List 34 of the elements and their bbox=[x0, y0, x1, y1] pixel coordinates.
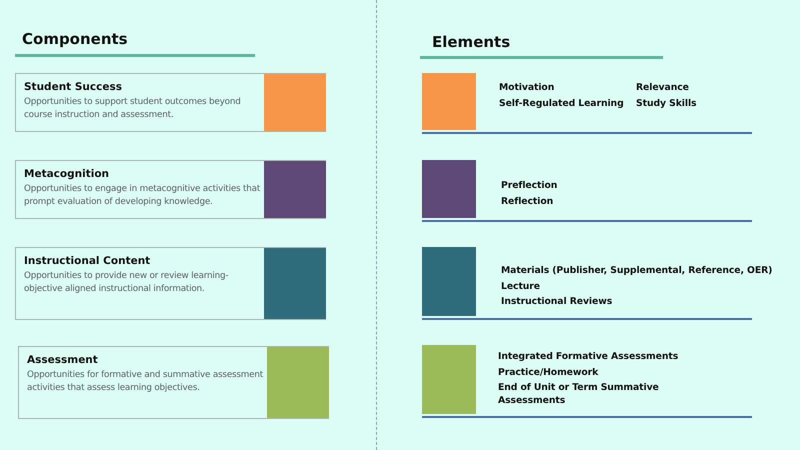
element-item: Instructional Reviews bbox=[501, 295, 614, 309]
color-square bbox=[422, 345, 476, 414]
color-square bbox=[264, 161, 326, 218]
element-item: Self-Regulated Learning bbox=[499, 96, 625, 110]
component-card bbox=[15, 247, 326, 320]
color-square bbox=[422, 160, 476, 218]
element-item: Practice/Homework bbox=[498, 366, 600, 380]
column-heading: Elements bbox=[432, 33, 510, 51]
element-item: Preflection bbox=[501, 179, 558, 193]
card-description: Opportunities to engage in metacognitive activities that prompt evaluation of developing knowledge. bbox=[24, 183, 262, 209]
element-item: Reflection bbox=[501, 194, 554, 208]
color-square bbox=[264, 248, 326, 319]
card-description: Opportunities to support student outcomes beyond course instruction and assessment. bbox=[24, 96, 242, 122]
card-description: Opportunities to provide new or review learning-objective aligned instructional information. bbox=[24, 270, 230, 296]
card-heading: Instructional Content bbox=[24, 255, 150, 267]
color-square bbox=[422, 247, 476, 316]
component-card bbox=[18, 346, 329, 419]
element-item: Integrated Formative Assessments bbox=[498, 350, 680, 364]
element-item: Relevance bbox=[636, 81, 690, 95]
column-heading: Components bbox=[22, 30, 128, 48]
element-item: Motivation bbox=[499, 81, 556, 95]
color-square bbox=[422, 73, 476, 130]
component-card bbox=[15, 73, 326, 132]
card-description: Opportunities for formative and summative assessment activities that assess learning objectives. bbox=[27, 369, 264, 395]
element-item: End of Unit or Term Summative Assessments bbox=[498, 381, 660, 407]
card-heading: Student Success bbox=[24, 81, 122, 93]
element-item: Lecture bbox=[501, 280, 541, 294]
card-heading: Metacognition bbox=[24, 168, 110, 180]
card-heading: Assessment bbox=[27, 354, 98, 366]
component-card bbox=[15, 160, 326, 219]
element-item: Study Skills bbox=[636, 96, 696, 110]
color-square bbox=[267, 347, 329, 418]
color-square bbox=[264, 74, 326, 131]
element-item: Materials (Publisher, Supplemental, Reference, OER) bbox=[501, 264, 772, 278]
